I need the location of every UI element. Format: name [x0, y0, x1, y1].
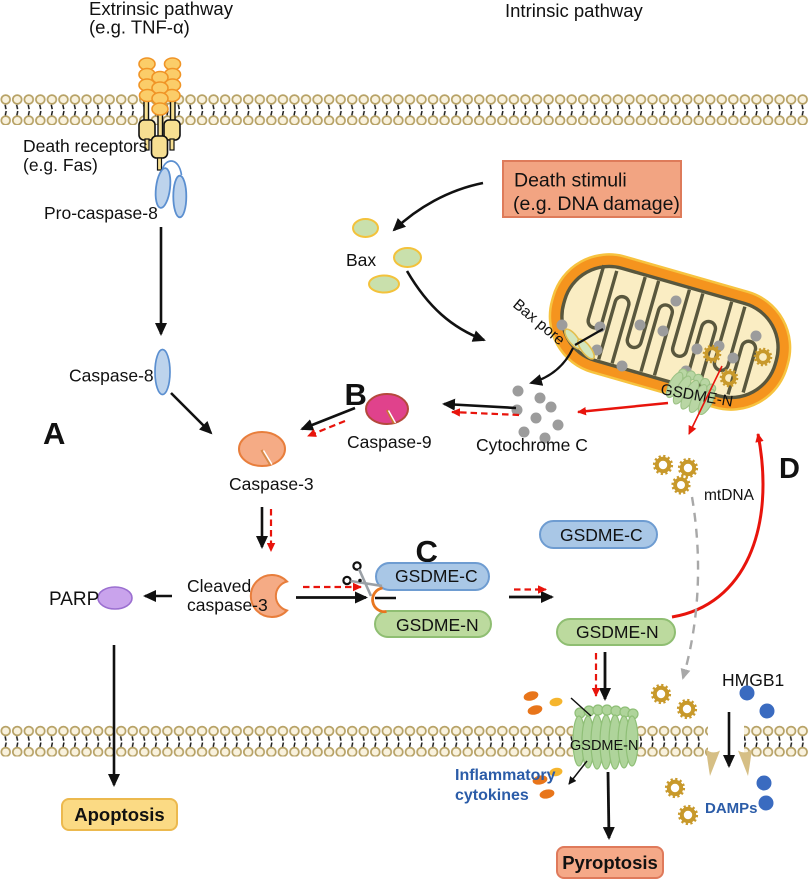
svg-text:Inflammatory: Inflammatory	[455, 767, 556, 784]
svg-text:A: A	[43, 416, 65, 451]
svg-text:Pyroptosis: Pyroptosis	[562, 852, 658, 873]
svg-text:Apoptosis: Apoptosis	[74, 804, 164, 825]
svg-text:GSDME-N: GSDME-N	[576, 622, 659, 642]
svg-text:Caspase-3: Caspase-3	[229, 474, 314, 494]
svg-text:GSDME-C: GSDME-C	[395, 566, 478, 586]
svg-text:Caspase-9: Caspase-9	[347, 432, 432, 452]
svg-text:(e.g. TNF-α): (e.g. TNF-α)	[89, 17, 190, 38]
svg-text:Extrinsic pathway: Extrinsic pathway	[89, 0, 234, 19]
svg-text:HMGB1: HMGB1	[722, 670, 784, 690]
svg-text:Caspase-8: Caspase-8	[69, 366, 154, 386]
svg-text:cytokines: cytokines	[455, 787, 529, 804]
svg-text:GSDME-C: GSDME-C	[560, 525, 643, 545]
svg-text:mtDNA: mtDNA	[704, 487, 755, 504]
svg-text:DAMPs: DAMPs	[705, 800, 758, 817]
svg-text:Death receptors: Death receptors	[23, 136, 148, 156]
svg-text:(e.g. DNA damage): (e.g. DNA damage)	[513, 193, 680, 215]
svg-text:B: B	[345, 377, 367, 412]
svg-text:Death stimuli: Death stimuli	[514, 170, 627, 192]
svg-text:Pro-caspase-8: Pro-caspase-8	[44, 203, 158, 223]
svg-text:C: C	[416, 534, 438, 569]
svg-text:GSDME-N: GSDME-N	[396, 615, 479, 635]
svg-text:Cytochrome C: Cytochrome C	[476, 435, 588, 455]
svg-text:caspase-3: caspase-3	[187, 595, 268, 615]
svg-text:Intrinsic pathway: Intrinsic pathway	[505, 0, 644, 21]
svg-text:PARP: PARP	[49, 589, 99, 610]
svg-text:GSDME-N: GSDME-N	[570, 738, 638, 754]
svg-text:Cleaved: Cleaved	[187, 576, 251, 596]
svg-text:(e.g. Fas): (e.g. Fas)	[23, 155, 98, 175]
svg-text:Bax: Bax	[346, 250, 376, 270]
svg-text:D: D	[779, 453, 800, 485]
